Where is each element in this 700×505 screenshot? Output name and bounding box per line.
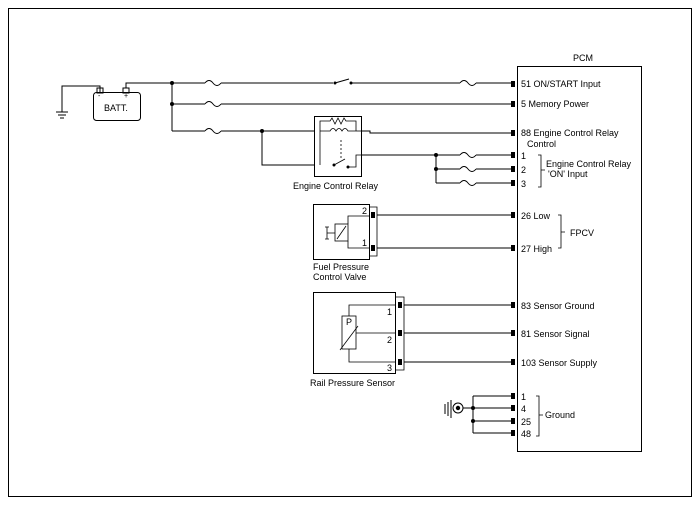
pcm-pin-gnd-48: 48 xyxy=(521,429,531,439)
pcm-pin-ecr-control-cont: Control xyxy=(527,139,556,149)
pcm-box xyxy=(517,66,642,452)
brace-ground xyxy=(536,395,543,437)
power-wiring xyxy=(125,78,511,166)
pcm-pin-memory-power: 5 Memory Power xyxy=(521,99,589,109)
group-fpcv: FPCV xyxy=(570,228,594,238)
relay-box xyxy=(314,116,362,177)
relay-contact-icon xyxy=(333,158,346,166)
valve-label-2: Control Valve xyxy=(313,272,366,282)
pcm-module: PCM 51 ON/START Input 5 Memory Power 88 … xyxy=(517,53,642,452)
chassis-ground-icon xyxy=(444,400,452,418)
pcm-pin-sensor-ground: 83 Sensor Ground xyxy=(521,301,595,311)
pcm-pin-sensor-supply: 103 Sensor Supply xyxy=(521,358,598,368)
pcm-pin-ecr-on-1: 1 xyxy=(521,151,526,161)
valve-label-1: Fuel Pressure xyxy=(313,262,369,272)
sensor-pin-1: 1 xyxy=(387,307,392,317)
group-ecr-on-line2: 'ON' Input xyxy=(548,169,588,179)
diagram-frame xyxy=(8,8,692,497)
battery: - + BATT. xyxy=(56,85,141,121)
relay-resistor-icon xyxy=(319,117,357,131)
pcm-pin-gnd-4: 4 xyxy=(521,404,526,414)
fuel-pressure-control-valve: 2 1 Fuel Pressure Control Valve xyxy=(313,204,378,282)
battery-neg-sign: - xyxy=(98,93,101,100)
battery-ground-wire xyxy=(61,85,101,112)
valve-pin-2: 2 xyxy=(362,206,367,216)
fuse-icon xyxy=(459,180,477,186)
pcm-pin-fpcv-high: 27 High xyxy=(521,244,552,254)
pcm-pin-on-start: 51 ON/START Input xyxy=(521,79,601,89)
pcm-pin-gnd-1: 1 xyxy=(521,392,526,402)
sensor-pin-3: 3 xyxy=(387,363,392,373)
sensor-symbol: P xyxy=(346,317,352,327)
valve-pin-1: 1 xyxy=(362,238,367,248)
pcm-pin-ecr-on-2: 2 xyxy=(521,165,526,175)
sensor-label: Rail Pressure Sensor xyxy=(310,378,395,388)
battery-box xyxy=(93,92,141,121)
battery-pos-sign: + xyxy=(124,93,128,100)
fuse-icon xyxy=(459,80,477,86)
valve-actuator-icon xyxy=(325,226,335,240)
fuse-icon xyxy=(459,152,477,158)
pcm-connector-pins xyxy=(511,81,515,436)
relay-coil-icon xyxy=(320,128,356,132)
pcm-pin-sensor-signal: 81 Sensor Signal xyxy=(521,329,590,339)
pcm-pin-gnd-25: 25 xyxy=(521,417,531,427)
fuse-icon xyxy=(204,128,222,134)
brace-fpcv xyxy=(558,214,565,249)
wire-ecr-control xyxy=(361,130,511,134)
rail-pressure-sensor: 1 2 3 P Rail Pressure Sensor xyxy=(310,292,405,388)
brace-ecr-on xyxy=(538,154,545,188)
pcm-pin-ecr-control: 88 Engine Control Relay xyxy=(521,128,619,138)
battery-neg-terminal xyxy=(96,87,104,94)
pcm-pin-ecr-on-3: 3 xyxy=(521,179,526,189)
ignition-switch-icon xyxy=(334,78,350,84)
fuse-icon xyxy=(459,166,477,172)
pcm-title: PCM xyxy=(573,53,593,63)
valve-box xyxy=(313,204,370,260)
fuse-icon xyxy=(204,101,222,107)
relay-label: Engine Control Relay xyxy=(293,181,379,191)
wire-ecr-on-inputs xyxy=(361,152,511,186)
valve-connector xyxy=(370,206,378,257)
group-ecr-on-line1: Engine Control Relay xyxy=(546,159,632,169)
battery-ground-icon xyxy=(56,111,68,119)
fuse-icon xyxy=(204,80,222,86)
group-ground: Ground xyxy=(545,410,575,420)
pcm-ground xyxy=(444,395,511,434)
battery-label: BATT. xyxy=(104,103,128,113)
valve-solenoid-icon xyxy=(334,223,349,242)
sensor-pin-2: 2 xyxy=(387,335,392,345)
pcm-pin-fpcv-low: 26 Low xyxy=(521,211,551,221)
engine-control-relay: Engine Control Relay xyxy=(293,116,379,191)
